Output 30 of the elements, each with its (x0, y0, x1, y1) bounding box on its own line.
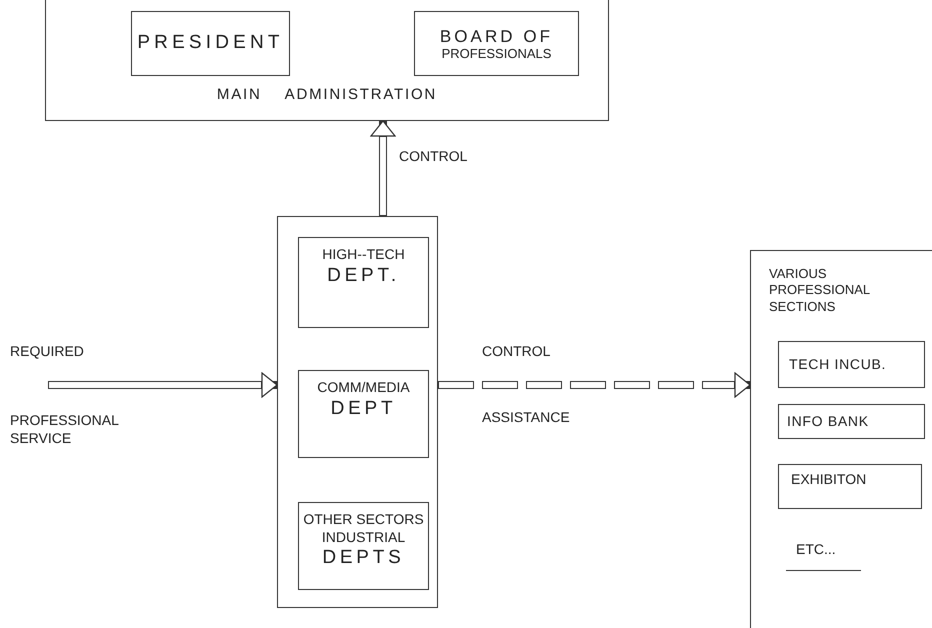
process-box (298, 370, 429, 458)
process-box (131, 11, 290, 76)
node-text: DEPT (330, 396, 396, 420)
flow-label: CONTROL (482, 343, 550, 360)
flow-label: REQUIRED (10, 343, 84, 360)
node-text: PRESIDENT (137, 31, 284, 56)
node-text: BOARD OF (440, 28, 554, 44)
process-box (298, 237, 429, 328)
node-text: EXHIBITON (791, 470, 866, 489)
node-text: MAIN ADMINISTRATION (216, 84, 438, 104)
node-text: TECH INCUB. (789, 355, 886, 374)
flow-label: PROFESSIONAL SERVICE (10, 412, 120, 447)
process-box (778, 341, 925, 388)
node-text: COMM/MEDIA (317, 379, 410, 396)
node-text: INFO BANK (787, 412, 869, 431)
node-text: DEPT. (327, 264, 400, 288)
node-text: ETC... (796, 540, 837, 559)
node-text: DEPTS (322, 546, 405, 570)
process-box (414, 11, 579, 76)
node-text: VARIOUS PROFESSIONAL SECTIONS (769, 266, 871, 315)
administration-panel (45, 0, 609, 121)
sections-panel (750, 250, 932, 628)
process-box (778, 464, 922, 509)
process-box (298, 502, 429, 590)
flow-label: ASSISTANCE (482, 409, 570, 426)
department-group-box (277, 216, 438, 608)
node-text: PROFESSIONALS (442, 46, 552, 60)
process-box (778, 404, 925, 439)
node-text: HIGH--TECH (322, 246, 405, 264)
node-text: OTHER SECTORS INDUSTRIAL (302, 511, 425, 546)
